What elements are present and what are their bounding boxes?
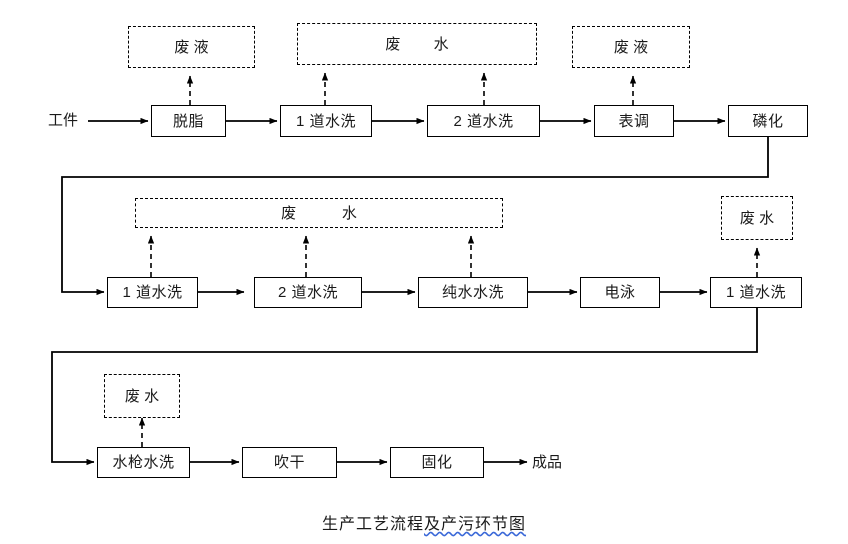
waste-water-1-box: 废 水 [297,23,537,65]
process-blow-dry[interactable]: 吹干 [242,447,337,478]
process-water-wash-1[interactable]: 1 道水洗 [280,105,372,137]
process-curing-label: 固化 [421,454,453,471]
input-label: 工件 [48,112,79,129]
process-pure-water-wash-label: 纯水水洗 [441,284,504,301]
process-degreasing[interactable]: 脱脂 [151,105,226,137]
process-electrophoresis-label: 电泳 [604,284,636,301]
waste-liquid-1-label: 废 液 [174,38,209,56]
process-curing[interactable]: 固化 [390,447,484,478]
waste-liquid-1-box: 废 液 [128,26,255,68]
waste-water-4-box: 废 水 [104,374,180,418]
waste-water-3-label: 废 水 [739,209,775,227]
process-electrophoresis[interactable]: 电泳 [580,277,660,308]
process-water-wash-5[interactable]: 1 道水洗 [710,277,802,308]
process-water-wash-2-label: 2 道水洗 [453,112,514,130]
process-degreasing-label: 脱脂 [172,112,204,130]
process-water-wash-3-label: 1 道水洗 [122,284,183,301]
diagram-title-underlined: 及产污环节图 [424,516,527,533]
process-phosphating-label: 磷化 [752,112,784,130]
waste-liquid-2-label: 废 液 [613,38,649,56]
process-water-wash-3[interactable]: 1 道水洗 [107,277,198,308]
diagram-title-prefix: 生产工艺流程 [321,516,424,533]
process-surface-conditioning-label: 表调 [618,112,650,130]
waste-water-1-label: 废 水 [385,35,449,53]
process-water-wash-5-label: 1 道水洗 [725,284,786,301]
process-water-wash-4-label: 2 道水洗 [277,284,338,301]
diagram-title: 生产工艺流程及产污环节图 [0,510,848,534]
process-phosphating[interactable]: 磷化 [728,105,808,137]
process-water-gun-wash[interactable]: 水枪水洗 [97,447,190,478]
process-water-wash-4[interactable]: 2 道水洗 [254,277,362,308]
process-surface-conditioning[interactable]: 表调 [594,105,674,137]
process-blow-dry-label: 吹干 [273,454,305,471]
process-water-gun-wash-label: 水枪水洗 [112,454,175,471]
waste-liquid-2-box: 废 液 [572,26,690,68]
waste-water-2-label: 废 水 [281,204,357,222]
output-label: 成品 [532,454,563,471]
process-water-wash-2[interactable]: 2 道水洗 [427,105,540,137]
waste-water-2-box: 废 水 [135,198,503,228]
process-water-wash-1-label: 1 道水洗 [295,112,356,130]
waste-water-4-label: 废 水 [124,387,160,405]
process-pure-water-wash[interactable]: 纯水水洗 [418,277,528,308]
waste-water-3-box: 废 水 [721,196,793,240]
